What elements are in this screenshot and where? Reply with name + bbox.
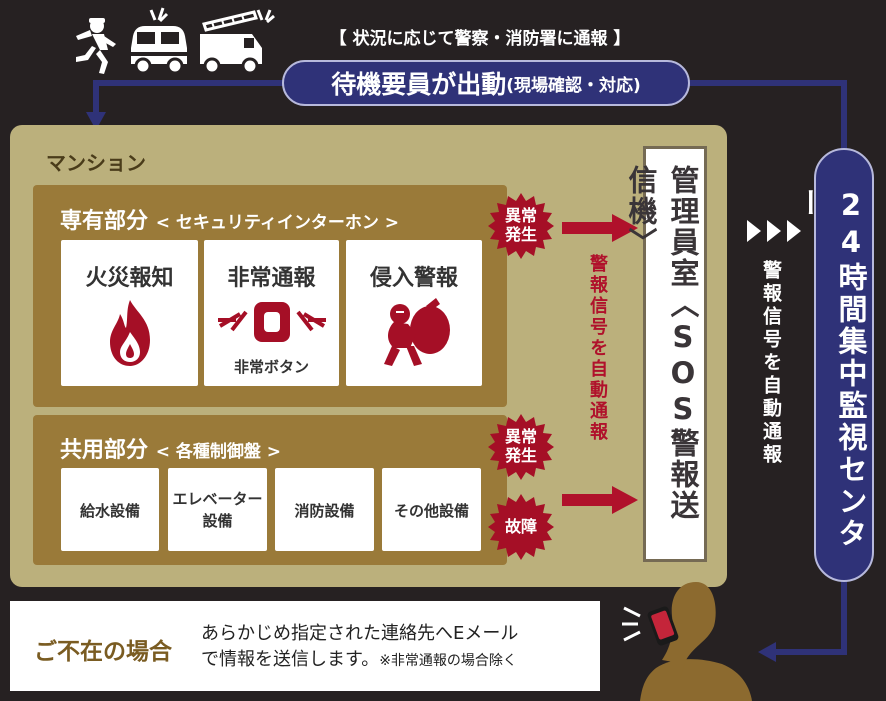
monitoring-center-label: 24時間集中監視センター	[792, 188, 868, 550]
abnormal-badge-common-line2: 発生	[504, 446, 537, 465]
abnormal-badge-common-line1: 異常	[504, 427, 537, 446]
burglar-icon	[384, 298, 450, 366]
abnormal-badge-private: 異常 発生	[488, 193, 554, 259]
common-subtitle-text: < 各種制御盤 >	[155, 442, 282, 462]
emergency-call-label: 非常通報	[227, 266, 316, 291]
other-equipment-label: その他設備	[393, 502, 469, 520]
police-car-icon	[131, 7, 187, 75]
mansion-title: マンション	[46, 151, 146, 175]
abnormal-badge-common: 異常 発生	[488, 414, 554, 480]
management-room-box: 管理員室︿SOS警報送信機﹀	[624, 146, 707, 562]
elevator-label-line1: エレベーター	[172, 490, 263, 508]
running-guard-icon	[76, 18, 116, 74]
private-title-text: 専有部分	[60, 209, 149, 234]
elevator-label-line2: 設備	[202, 512, 233, 530]
monitoring-center-pill: 24時間集中監視センター	[792, 148, 874, 582]
notice-text: 【 状況に応じて警察・消防署に通報 】	[329, 29, 631, 49]
emergency-button-caption: 非常ボタン	[233, 358, 309, 376]
absence-title: ご不在の場合	[34, 639, 172, 665]
auto-alarm-label-center: 警報信号を自動通報	[760, 260, 782, 467]
chevron-right-icon	[747, 220, 801, 242]
water-supply-label: 給水設備	[79, 502, 140, 520]
common-section-title: 共用部分 < 各種制御盤 >	[60, 432, 281, 464]
common-title-text: 共用部分	[60, 438, 149, 463]
auto-alarm-label-mansion: 警報信号を自動通報	[587, 254, 608, 443]
intrusion-alarm-label: 侵入警報	[369, 266, 458, 291]
fire-alarm-label: 火災報知	[85, 266, 174, 291]
private-section-title: 専有部分 < セキュリティインターホン >	[60, 203, 399, 235]
emergency-button-icon	[218, 302, 326, 342]
abnormal-badge-private-line2: 発生	[504, 225, 537, 244]
absence-line2: で情報を送信します。	[201, 649, 380, 670]
elevator-card: エレベーター 設備	[168, 468, 267, 551]
dispatch-main-label: 待機要員が出動	[331, 70, 507, 99]
failure-badge-label: 故障	[504, 517, 537, 536]
alarm-arrow-upper	[562, 214, 638, 242]
other-equipment-card: その他設備	[382, 468, 481, 551]
fire-equipment-card: 消防設備	[275, 468, 374, 551]
woman-with-phone-icon	[622, 582, 752, 701]
water-supply-card: 給水設備	[61, 468, 159, 551]
absence-line1: あらかじめ指定された連絡先へEメール	[201, 623, 519, 644]
intrusion-alarm-card: 侵入警報	[346, 240, 482, 386]
failure-badge: 故障	[488, 494, 554, 560]
management-room-label: 管理員室︿SOS警報送信機﹀	[624, 165, 700, 521]
fire-alarm-card: 火災報知	[61, 240, 198, 386]
absence-note: ※非常通報の場合除く	[379, 653, 517, 669]
fire-truck-icon	[200, 9, 275, 75]
abnormal-badge-private-line1: 異常	[504, 206, 537, 225]
absence-body: あらかじめ指定された連絡先へEメール で情報を送信します。※非常通報の場合除く	[201, 621, 518, 674]
fire-equipment-label: 消防設備	[294, 502, 355, 520]
absence-panel	[10, 601, 600, 691]
emergency-call-card: 非常通報 非常ボタン	[204, 240, 339, 386]
dispatch-banner: 待機要員が出動(現場確認・対応)	[282, 60, 690, 106]
fire-icon	[110, 300, 150, 366]
private-subtitle-text: < セキュリティインターホン >	[155, 213, 399, 233]
dispatch-sub-label: (現場確認・対応)	[506, 75, 641, 96]
alarm-arrow-lower	[562, 486, 638, 514]
